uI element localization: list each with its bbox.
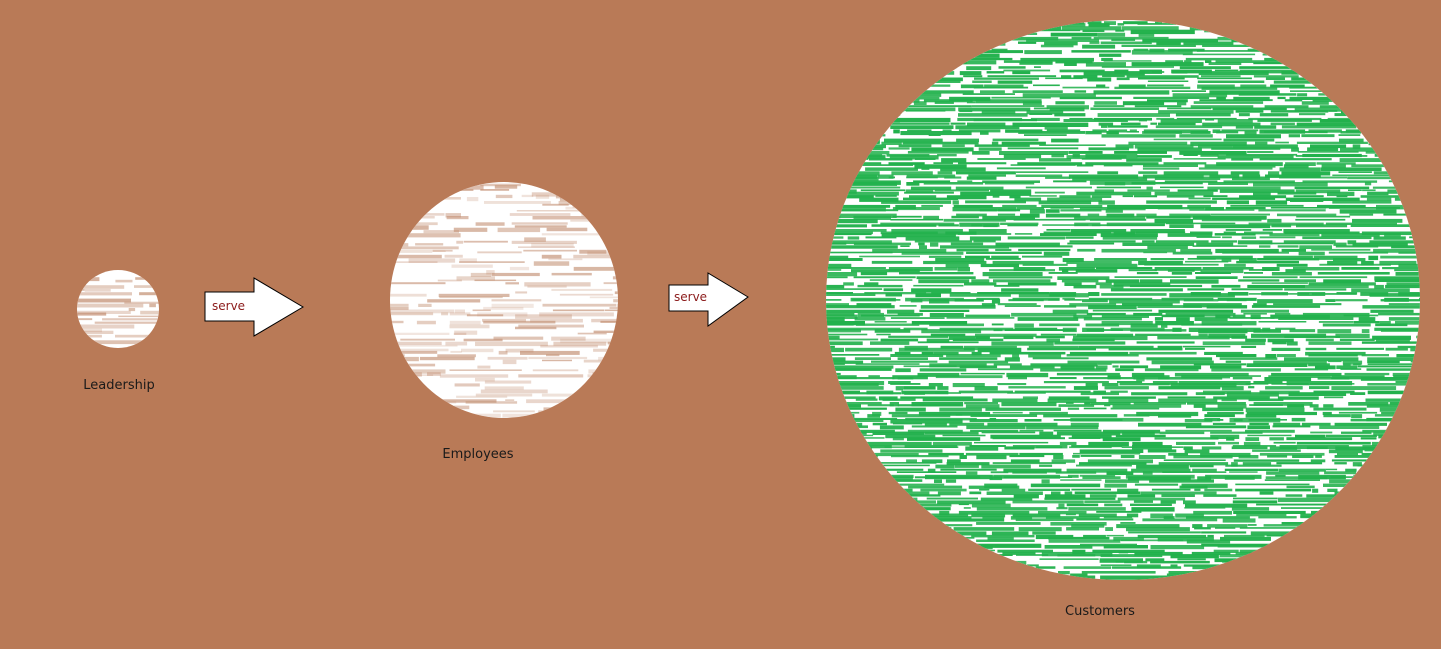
serve-arrow-2 xyxy=(668,272,749,327)
leadership-label: Leadership xyxy=(83,378,155,393)
customers-label: Customers xyxy=(1065,604,1135,619)
serve-label-1: serve xyxy=(212,299,246,313)
serve-arrow-1 xyxy=(204,277,304,337)
employees-label: Employees xyxy=(442,447,514,462)
serve-label-2: serve xyxy=(674,290,708,304)
leadership-circle xyxy=(77,270,159,348)
customers-circle xyxy=(826,20,1420,580)
employees-circle xyxy=(390,182,618,418)
